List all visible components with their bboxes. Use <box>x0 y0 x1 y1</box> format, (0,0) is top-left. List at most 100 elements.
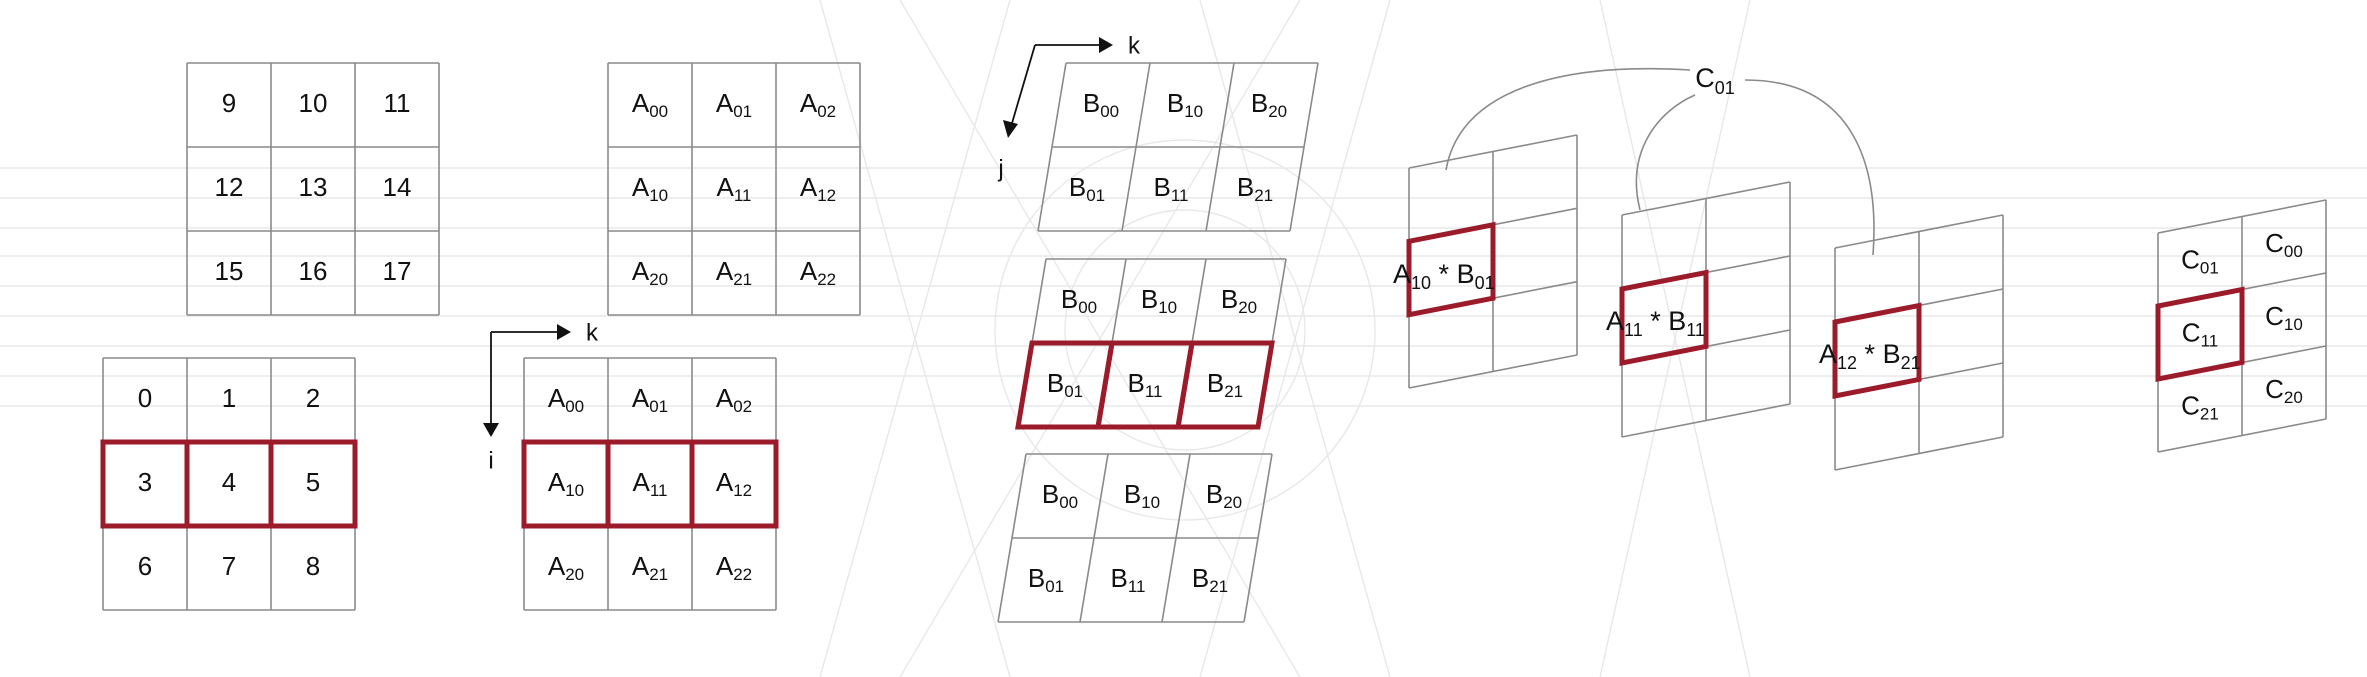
background-diagonal <box>1199 0 1391 677</box>
index-grid-bottom-cell: 8 <box>306 551 320 581</box>
matrix-a-top-cell: A22 <box>800 256 836 290</box>
index-grid-top-cell: 12 <box>215 172 244 202</box>
background-circle <box>1064 209 1306 451</box>
product-label: A10 * B01 <box>1393 259 1495 293</box>
matrix-b-bottom-vline <box>1079 453 1109 623</box>
matrix-b-middle-cell: B11 <box>1128 368 1163 402</box>
axis-k-label: k <box>1128 32 1141 59</box>
matrix-a-top-cell: A11 <box>717 172 752 206</box>
index-grid-bottom-cell: 5 <box>306 467 320 497</box>
index-grid-bottom-cell: 1 <box>222 383 236 413</box>
matrix-a-top-cell: A12 <box>800 172 836 206</box>
background-circle <box>994 139 1376 521</box>
matrix-b-middle-cell: B10 <box>1141 284 1177 318</box>
axis-j-arrow <box>1009 44 1036 131</box>
index-grid-bottom-cell: 2 <box>306 383 320 413</box>
matrix-a-bottom-cell: A12 <box>716 467 752 501</box>
partial-grid-2-highlight <box>1619 269 1709 367</box>
axis-k-label: k <box>586 319 599 346</box>
matrix-a-row-highlight <box>689 439 779 529</box>
matrix-b-top-cell: B11 <box>1154 172 1189 206</box>
matrix-a-top-cell: A02 <box>800 88 836 122</box>
index-grid-bottom-cell: 0 <box>138 383 152 413</box>
matrix-c-cell: C11 <box>2182 317 2218 351</box>
matrix-b-top-cell: B21 <box>1237 172 1273 206</box>
matrix-b-row-highlight <box>1175 340 1275 430</box>
matrix-b-top-cell: B10 <box>1167 88 1203 122</box>
index-grid-top-cell: 9 <box>222 88 236 118</box>
matrix-a-bottom-cell: A01 <box>632 383 668 417</box>
axis-i-arrowhead <box>483 423 499 437</box>
index-grid-top-cell: 15 <box>215 256 244 286</box>
index-grid-bottom-cell: 4 <box>222 467 236 497</box>
index-grid-top-cell: 16 <box>299 256 328 286</box>
index-grid-bottom: 0 1 2 3 4 5 6 7 8 <box>102 357 356 611</box>
matrix-c-cell: C20 <box>2265 374 2303 408</box>
matrix-a-bottom-cell: A11 <box>633 467 668 501</box>
matrix-c-cell: C00 <box>2265 228 2303 262</box>
partial-grid-3-highlight <box>1832 302 1922 400</box>
matrix-b-middle-cell: B01 <box>1047 368 1083 402</box>
matrix-b-top-vline <box>1289 62 1319 232</box>
index-grid-top-cell: 10 <box>299 88 328 118</box>
matrix-a-bottom-cell: A02 <box>716 383 752 417</box>
matrix-a-bottom-cell: A10 <box>548 467 584 501</box>
index-grid-bottom-cell: 6 <box>138 551 152 581</box>
axis-k-arrowhead <box>1099 37 1113 53</box>
matrix-b-bottom-cell: B01 <box>1028 563 1064 597</box>
sum-connector-2 <box>1635 94 1696 211</box>
matrix-b-top-vline <box>1205 62 1235 232</box>
matrix-a-top-cell: A20 <box>632 256 668 290</box>
matrix-b-bottom-vline <box>1243 453 1273 623</box>
index-grid-top-cell: 17 <box>383 256 412 286</box>
matrix-b-bottom-cell: B10 <box>1124 479 1160 513</box>
matrix-a-top-cell: A10 <box>632 172 668 206</box>
sum-connector-1 <box>1445 67 1691 171</box>
matrix-b-top-cell: B20 <box>1251 88 1287 122</box>
axis-i-label: i <box>488 447 493 474</box>
matrix-b-bottom-cell: B20 <box>1206 479 1242 513</box>
matrix-b-bottom-cell: B21 <box>1192 563 1228 597</box>
matrix-b-top-vline <box>1121 62 1151 232</box>
matrix-b-bottom-cell: B00 <box>1042 479 1078 513</box>
matrix-a-top-cell: A00 <box>632 88 668 122</box>
index-grid-top-cell: 14 <box>383 172 412 202</box>
index-grid-top-cell: 11 <box>384 88 411 118</box>
matrix-b-bottom-vline <box>1161 453 1191 623</box>
index-grid-bottom-cell: 7 <box>222 551 236 581</box>
sum-connector-3 <box>1744 79 1875 256</box>
matrix-b-top-vline <box>1037 62 1067 232</box>
matrix-b-top-cell: B01 <box>1069 172 1105 206</box>
background-diagonal <box>1599 0 1751 677</box>
background-diagonal <box>819 0 1011 677</box>
index-grid-top-cell: 13 <box>299 172 328 202</box>
matrix-c-cell: C21 <box>2181 390 2219 424</box>
product-label: A12 * B21 <box>1819 339 1921 373</box>
index-grid-bottom-cell: 3 <box>138 467 152 497</box>
matrix-a-top-cell: A21 <box>716 256 752 290</box>
index-grid-top: 9 10 11 12 13 14 15 16 17 <box>186 62 440 316</box>
axis-j-arrowhead <box>1003 120 1018 138</box>
matrix-b-middle-cell: B20 <box>1221 284 1257 318</box>
axis-j-label: j <box>997 155 1003 182</box>
matrix-c-highlight <box>2155 286 2245 383</box>
matrix-c-cell: C10 <box>2265 301 2303 335</box>
matrix-a-bottom-cell: A00 <box>548 383 584 417</box>
partial-grid-1-highlight <box>1406 221 1496 318</box>
matrix-b-top-cell: B00 <box>1083 88 1119 122</box>
matrix-b-middle-cell: B21 <box>1207 368 1243 402</box>
matrix-c-cell: C01 <box>2181 244 2219 278</box>
background-diagonal <box>899 0 1301 677</box>
matrix-a-top-cell: A01 <box>716 88 752 122</box>
sum-label-c01: C01 <box>1695 63 1735 98</box>
matrix-a-bottom-cell: A21 <box>632 551 668 585</box>
product-label: A11 * B11 <box>1606 306 1705 340</box>
